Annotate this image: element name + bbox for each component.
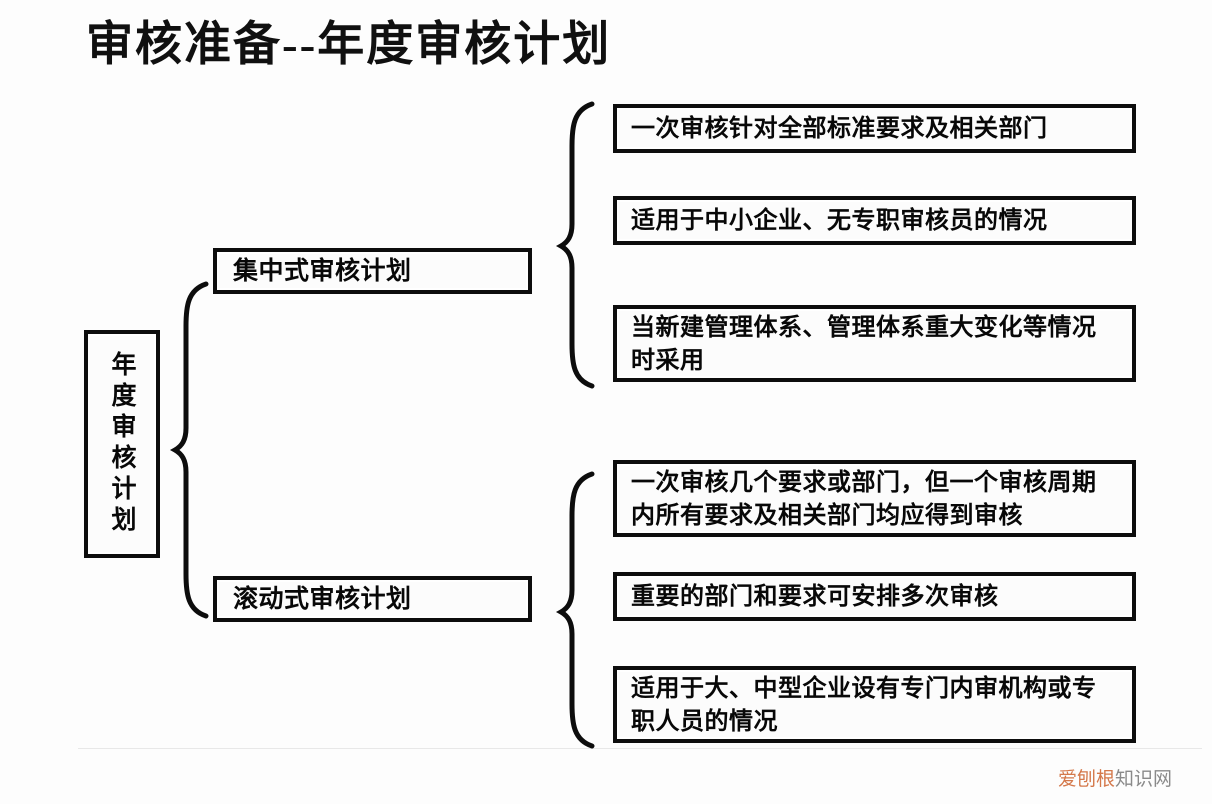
watermark: 爱刨根知识网 [1058, 768, 1172, 792]
left-curly-brace-icon [552, 100, 598, 390]
leaf-node-label: 适用于中小企业、无专职审核员的情况 [631, 207, 1048, 234]
leaf-node: 一次审核针对全部标准要求及相关部门 [613, 104, 1136, 153]
leaf-node-label: 一次审核几个要求或部门，但一个审核周期内所有要求及相关部门均应得到审核 [631, 468, 1097, 529]
watermark-secondary-text: 知识网 [1115, 769, 1173, 790]
branch-node-label: 滚动式审核计划 [233, 585, 412, 613]
leaf-node-label: 重要的部门和要求可安排多次审核 [631, 583, 999, 610]
branch-node-rolling-plan: 滚动式审核计划 [213, 576, 532, 622]
leaf-node-label: 当新建管理体系、管理体系重大变化等情况时采用 [631, 313, 1097, 374]
page-title: 审核准备--年度审核计划 [86, 19, 612, 71]
leaf-node: 适用于中小企业、无专职审核员的情况 [613, 196, 1136, 245]
watermark-primary-text: 爱刨根 [1058, 769, 1116, 790]
leaf-node-label: 一次审核针对全部标准要求及相关部门 [631, 115, 1048, 142]
leaf-node: 重要的部门和要求可安排多次审核 [613, 572, 1136, 621]
leaf-node-label: 适用于大、中型企业设有专门内审机构或专职人员的情况 [631, 674, 1097, 735]
branch-node-centralized-plan: 集中式审核计划 [213, 248, 532, 294]
branch-node-label: 集中式审核计划 [233, 257, 412, 285]
left-curly-brace-icon [166, 280, 212, 620]
leaf-node: 适用于大、中型企业设有专门内审机构或专职人员的情况 [613, 666, 1136, 743]
leaf-node: 当新建管理体系、管理体系重大变化等情况时采用 [613, 305, 1136, 382]
root-node-label: 年度审核计划 [108, 351, 136, 537]
root-node-annual-audit-plan: 年度审核计划 [84, 330, 160, 558]
leaf-node: 一次审核几个要求或部门，但一个审核周期内所有要求及相关部门均应得到审核 [613, 460, 1136, 537]
left-curly-brace-icon [552, 470, 598, 750]
slide-bottom-edge-line [78, 748, 1202, 749]
